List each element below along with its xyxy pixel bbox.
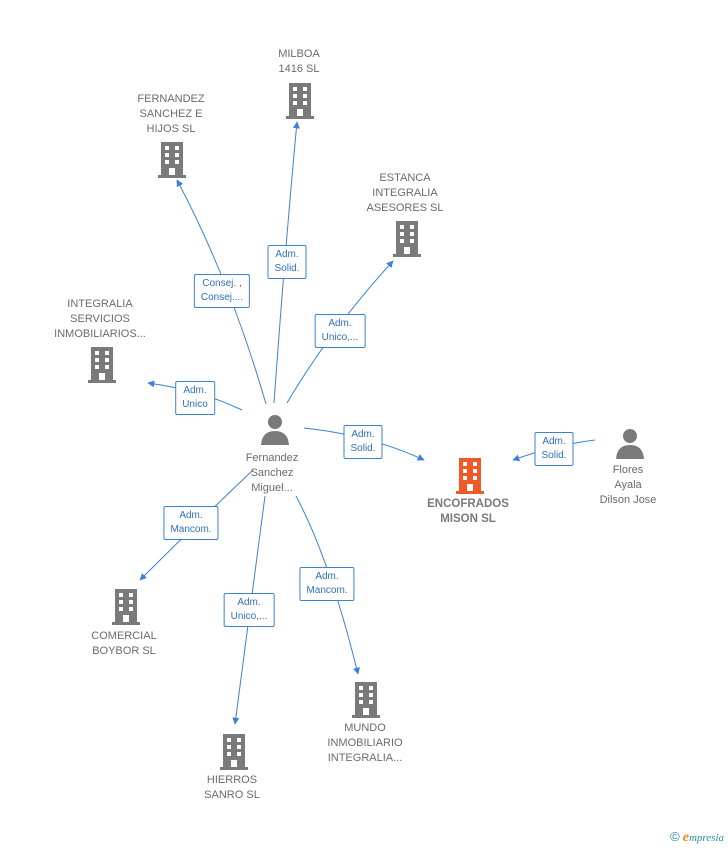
edge-label-line: Adm. — [351, 429, 375, 440]
edge-label-line: Consej.... — [200, 292, 244, 303]
label-line: SANCHEZ E — [139, 108, 203, 120]
node-label-fernandez-miguel[interactable]: Fernandez Sanchez Miguel... — [246, 451, 299, 496]
edge-label-fernandez-hijos[interactable]: Consej. , Consej.... — [193, 274, 251, 308]
label-line: COMERCIAL — [91, 630, 157, 642]
label-line: INMOBILIARIO — [327, 737, 403, 749]
building-icon[interactable] — [351, 682, 381, 718]
label-line: INTEGRALIA... — [327, 752, 403, 764]
label-line: MISON SL — [440, 513, 496, 525]
node-label-mundo-inmobiliario[interactable]: MUNDO INMOBILIARIO INTEGRALIA... — [327, 721, 402, 766]
label-line: MUNDO — [344, 722, 386, 734]
building-icon[interactable] — [285, 83, 315, 119]
building-icon[interactable] — [157, 142, 187, 178]
edge-label-line: Adm. — [328, 318, 352, 329]
edge-label-line: Solid. — [541, 450, 567, 461]
label-line: HIJOS SL — [146, 123, 196, 135]
node-label-fernandez-hijos[interactable]: FERNANDEZ SANCHEZ E HIJOS SL — [137, 92, 204, 137]
edge-label-line: Mancom. — [170, 524, 212, 535]
edge-label-line: Solid. — [274, 263, 300, 274]
label-line: MILBOA — [278, 48, 320, 60]
edge-label-estanca[interactable]: Adm. Unico,... — [314, 314, 366, 348]
building-icon[interactable] — [219, 734, 249, 770]
label-line: SERVICIOS — [70, 313, 130, 325]
label-line: Dilson Jose — [599, 494, 657, 506]
person-icon[interactable] — [615, 428, 645, 460]
brand-name: mpresia — [688, 832, 724, 844]
edge-label-mundo-inmobiliario[interactable]: Adm. Mancom. — [299, 567, 355, 601]
label-line: SANRO SL — [204, 789, 260, 801]
building-icon-highlight[interactable] — [454, 458, 486, 494]
label-line: Ayala — [614, 479, 642, 491]
edge-label-comercial-boybor[interactable]: Adm. Mancom. — [163, 506, 219, 540]
edge-label-line: Adm. — [542, 436, 566, 447]
building-icon[interactable] — [111, 589, 141, 625]
label-line: HIERROS — [206, 774, 258, 786]
edge-label-line: Adm. — [315, 571, 339, 582]
node-label-comercial-boybor[interactable]: COMERCIAL BOYBOR SL — [91, 629, 156, 659]
node-label-flores-ayala[interactable]: Flores Ayala Dilson Jose — [600, 463, 657, 508]
label-line: ASESORES SL — [366, 202, 444, 214]
label-line: INTEGRALIA — [372, 187, 438, 199]
edge-label-hierros-sanro[interactable]: Adm. Unico,... — [223, 593, 275, 627]
person-icon[interactable] — [260, 414, 290, 446]
edge-label-line: Mancom. — [306, 585, 348, 596]
edge-label-integralia-servicios[interactable]: Adm. Unico — [175, 381, 215, 415]
node-label-milboa[interactable]: MILBOA 1416 SL — [278, 47, 320, 77]
edge-label-line: Solid. — [350, 443, 376, 454]
building-icon[interactable] — [392, 221, 422, 257]
edge-label-line: Adm. — [183, 385, 207, 396]
label-line: FERNANDEZ — [137, 93, 205, 105]
label-line: BOYBOR SL — [92, 645, 156, 657]
edge-label-line: Unico — [182, 399, 208, 410]
edge-label-line: Unico,... — [321, 332, 359, 343]
edge-label-line: Adm. — [275, 249, 299, 260]
node-label-encofrados[interactable]: ENCOFRADOS MISON SL — [427, 497, 509, 527]
edge-label-line: Unico,... — [230, 611, 268, 622]
label-line: INTEGRALIA — [67, 298, 133, 310]
label-line: 1416 SL — [278, 63, 320, 75]
label-line: Flores — [612, 464, 644, 476]
label-line: INMOBILIARIOS... — [54, 328, 146, 340]
edge-label-line: Adm. — [179, 510, 203, 521]
edge-label-milboa[interactable]: Adm. Solid. — [267, 245, 307, 279]
edge-label-encofrados-flores[interactable]: Adm. Solid. — [534, 432, 574, 466]
label-line: Miguel... — [251, 482, 293, 494]
label-line: Sanchez — [250, 467, 294, 479]
building-icon[interactable] — [87, 347, 117, 383]
label-line: ENCOFRADOS — [427, 498, 509, 510]
brand-initial: e — [682, 830, 689, 845]
node-label-integralia-servicios[interactable]: INTEGRALIA SERVICIOS INMOBILIARIOS... — [54, 297, 146, 342]
label-line: Fernandez — [245, 452, 299, 464]
label-line: ESTANCA — [379, 172, 431, 184]
edge-label-encofrados-miguel[interactable]: Adm. Solid. — [343, 425, 383, 459]
brand-footer[interactable]: ©empresia — [670, 829, 724, 846]
copyright-icon: © — [670, 829, 680, 844]
node-label-hierros-sanro[interactable]: HIERROS SANRO SL — [204, 773, 260, 803]
node-label-estanca[interactable]: ESTANCA INTEGRALIA ASESORES SL — [366, 171, 443, 216]
edge-label-line: Consej. , — [202, 278, 242, 289]
edge-label-line: Adm. — [237, 597, 261, 608]
